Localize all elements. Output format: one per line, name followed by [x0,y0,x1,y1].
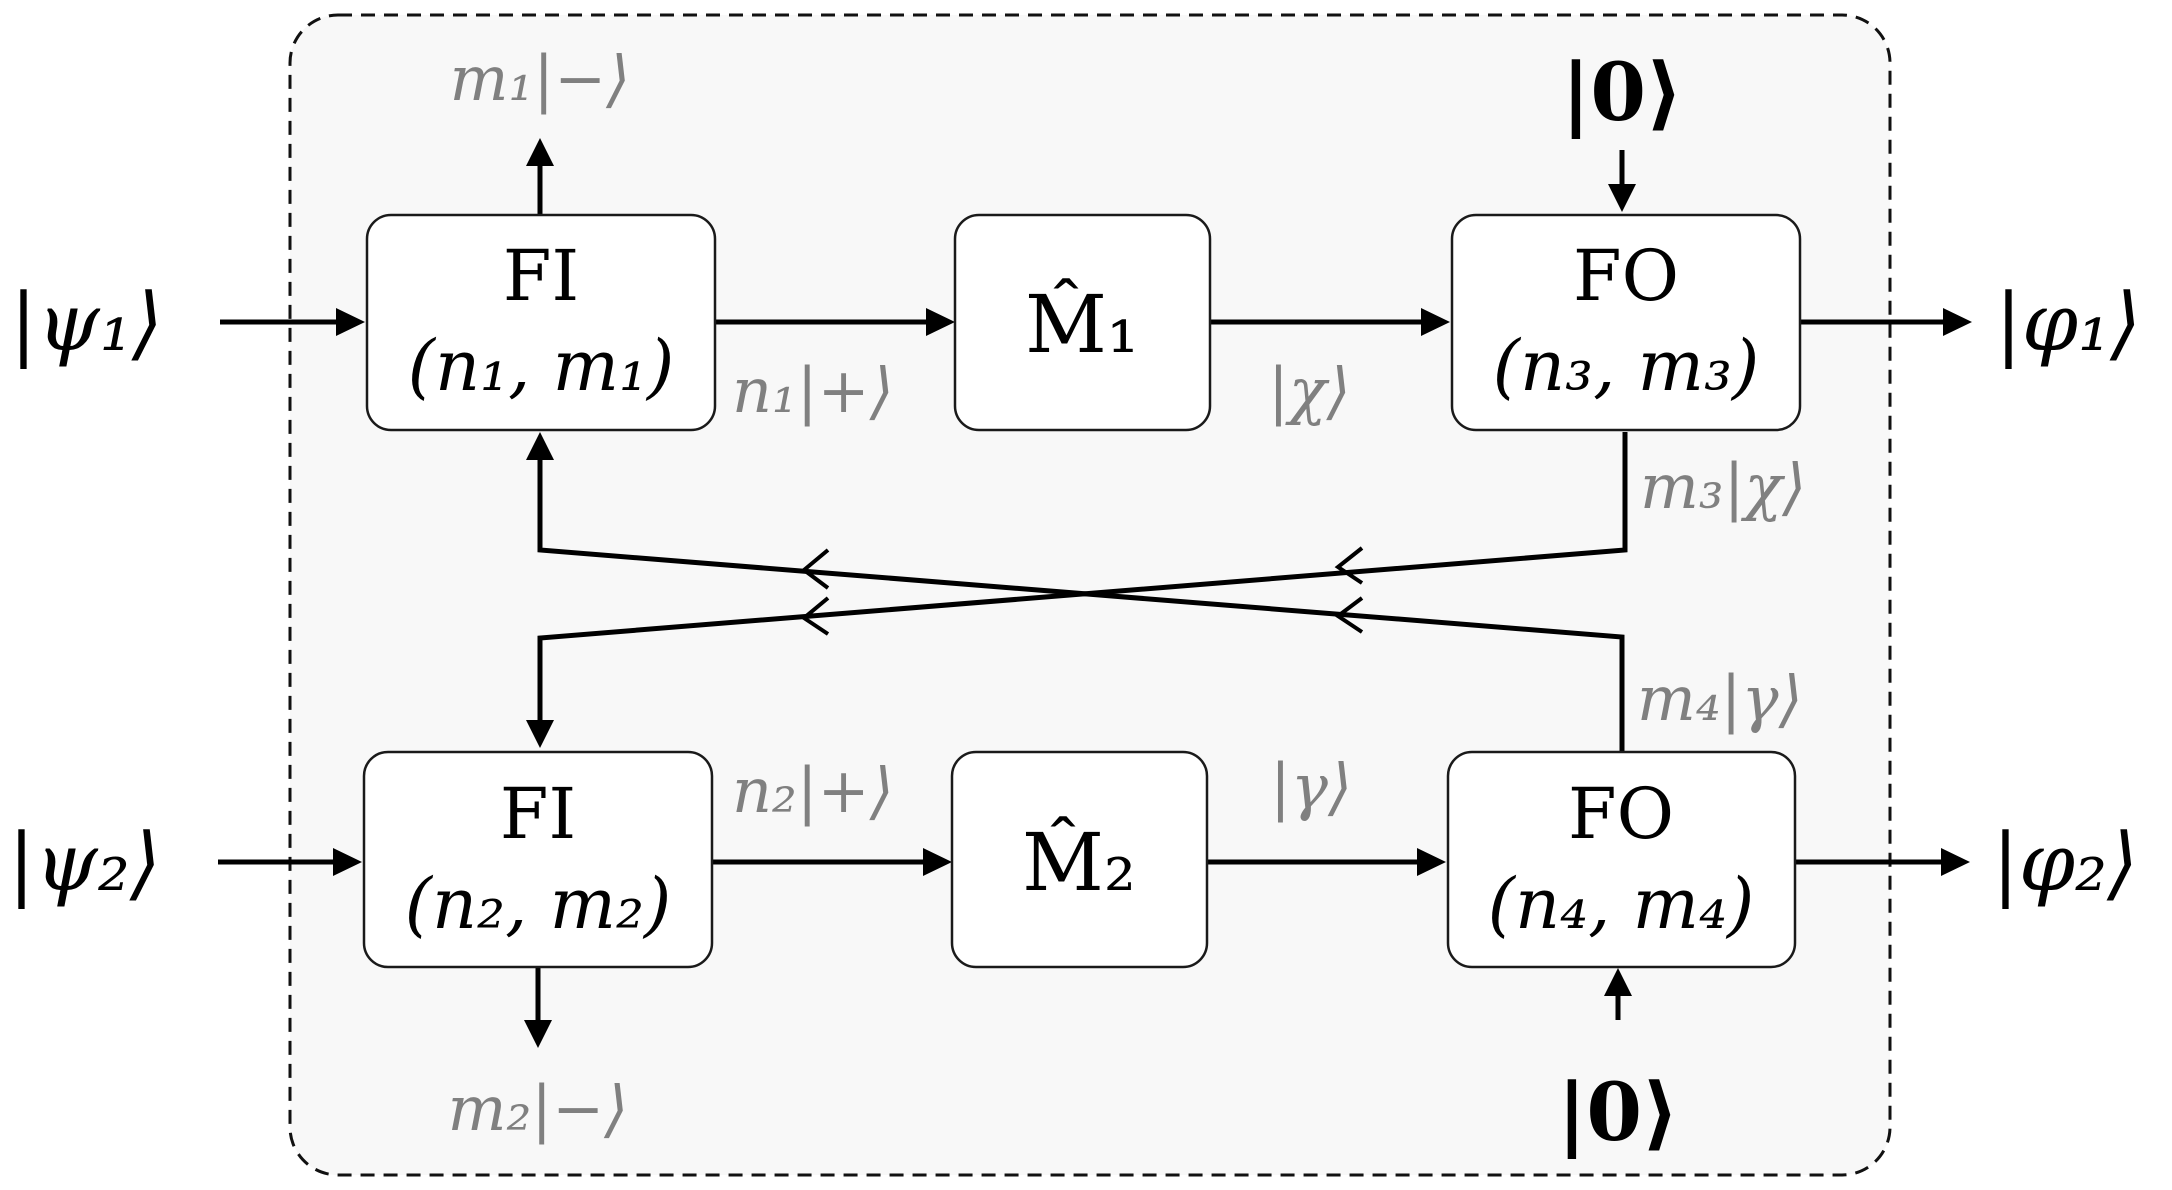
output-phi2: |φ₂⟩ [1992,816,2138,909]
fo2-block: FO (n₄, m₄) [1446,750,1797,969]
fo1-block: FO (n₃, m₃) [1450,213,1802,432]
fo1-name: FO [1573,235,1679,317]
arrowhead-fi1-feedback [526,432,554,460]
m1-label: M̂₁ [1025,276,1139,371]
signal-n2-plus: n₂|+⟩ [732,754,894,827]
arrowhead-m2-input [923,848,952,876]
signal-m4-gamma: m₄|γ⟩ [1637,662,1803,735]
fo1-params: (n₃, m₃) [1493,325,1760,407]
arrowhead-fi2-feedback [526,720,554,748]
signal-n1-plus: n₁|+⟩ [732,354,894,427]
m2-block: M̂₂ [950,750,1209,969]
arrowhead-fo1-ancilla [1608,184,1636,212]
feedback-fo2-to-fi1 [537,450,1625,752]
fi2-block: FI (n₂, m₂) [362,750,714,969]
fi2-params: (n₂, m₂) [405,863,672,945]
chevron-lower-left [800,596,830,636]
arrowhead-fi2-input [333,848,362,876]
input-psi1: |ψ₁⟩ [10,276,163,369]
fo2-name: FO [1568,773,1674,855]
output-phi1: |φ₁⟩ [1995,276,2141,369]
signal-gamma: |γ⟩ [1270,750,1352,823]
arrowhead-m1-minus [526,138,554,166]
arrowhead-fo2-input [1417,848,1446,876]
input-psi2: |ψ₂⟩ [8,816,161,909]
chevron-upper-left [800,548,830,590]
signal-chi: |χ⟩ [1268,354,1351,427]
chevron-lower-right [1334,596,1364,634]
arrowhead-phi1-output [1943,308,1972,336]
ancilla-zero-bottom: |0⟩ [1557,1065,1678,1160]
fi1-block: FI (n₁, m₁) [365,213,717,432]
m1-block: M̂₁ [953,213,1212,432]
arrowhead-fo2-ancilla [1604,968,1632,996]
signal-m3-chi: m₃|χ⟩ [1640,450,1806,523]
arrowhead-fi1-input [336,308,365,336]
ancilla-zero-top: |0⟩ [1561,45,1682,140]
arrowhead-phi2-output [1941,848,1970,876]
signal-m2-minus: m₂|−⟩ [448,1072,629,1145]
fo2-params: (n₄, m₄) [1488,863,1755,945]
m2-label: M̂₂ [1022,814,1136,909]
signal-m1-minus: m₁|−⟩ [450,42,631,115]
arrowhead-m2-minus [524,1020,552,1048]
arrowhead-fo1-input [1421,308,1450,336]
fi1-params: (n₁, m₁) [408,325,675,407]
fi1-name: FI [503,235,579,317]
fi2-name: FI [500,773,576,855]
chevron-upper-right [1334,546,1364,585]
arrowhead-m1-input [926,308,955,336]
